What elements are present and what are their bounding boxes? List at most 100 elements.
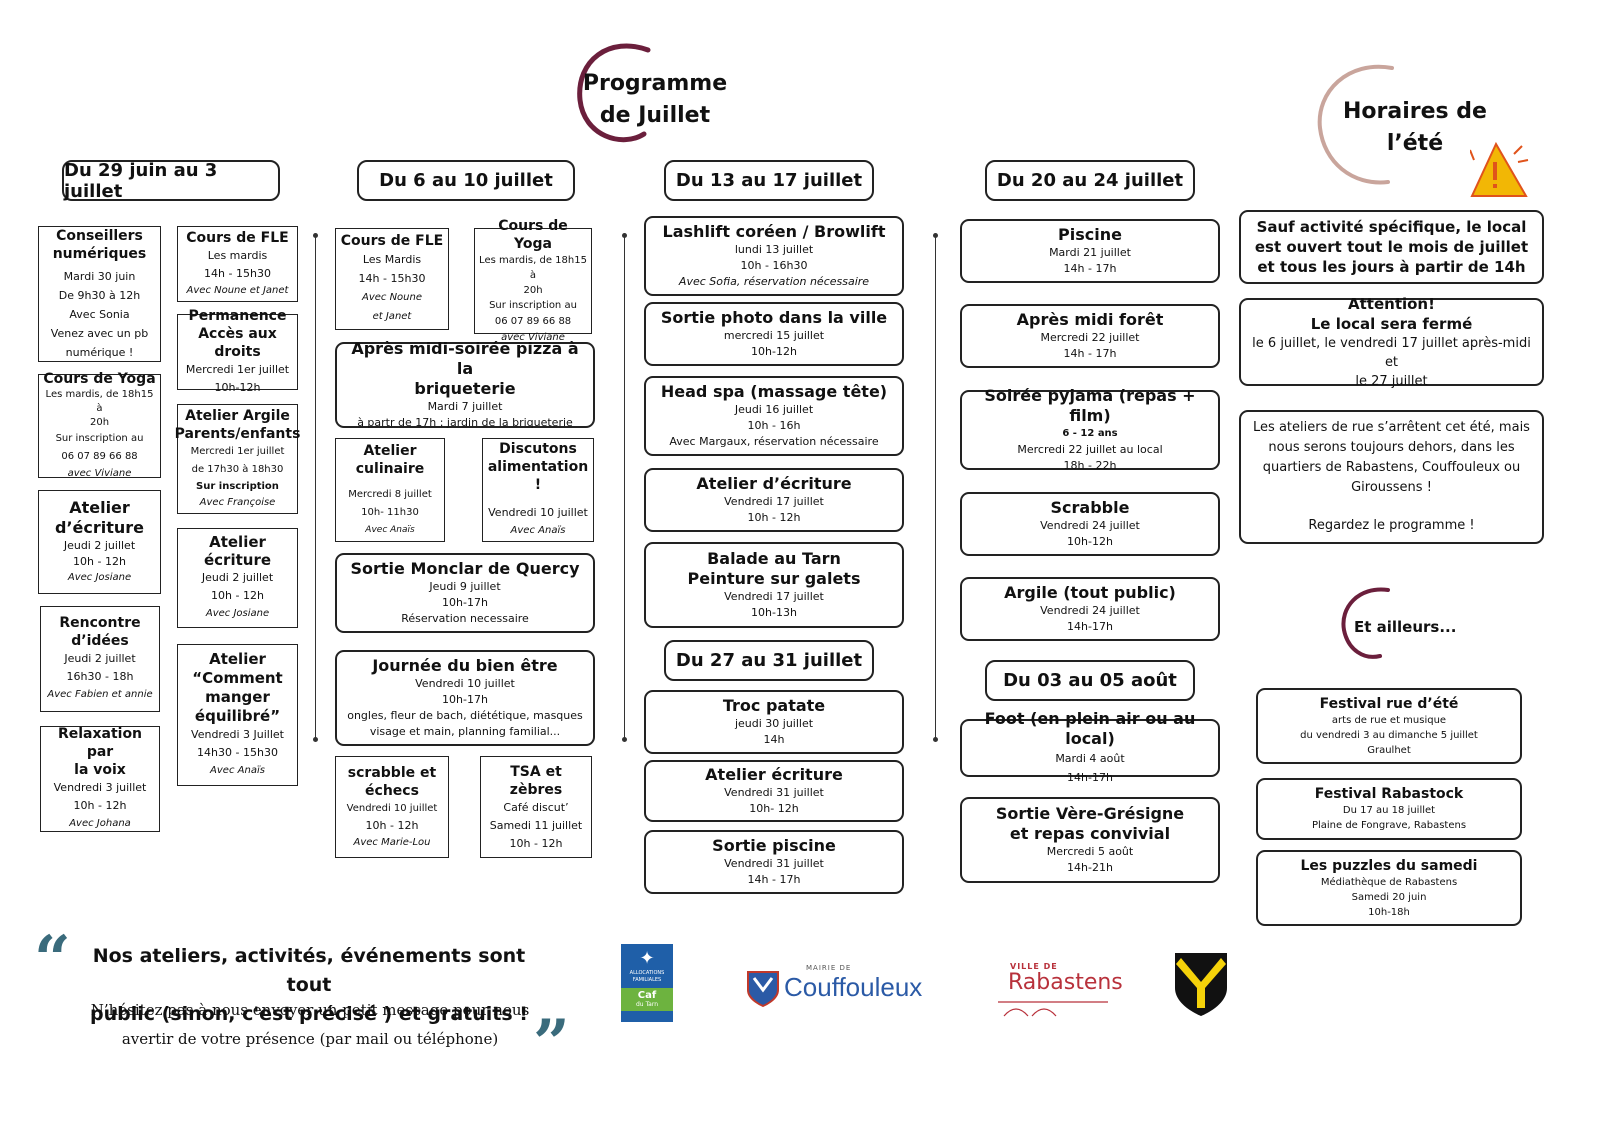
activity-title: Sortie piscine bbox=[712, 836, 836, 855]
activity-date: Vendredi 17 juillet bbox=[724, 590, 824, 603]
activity-time: 10h - 12h bbox=[509, 837, 563, 850]
activity-title: Head spa (massage tête) bbox=[660, 382, 888, 401]
activity-card: Atelier d’écriture Jeudi 2 juillet 10h -… bbox=[38, 490, 161, 594]
event-time: 10h-18h bbox=[1368, 906, 1410, 918]
activity-host: Avec Fabien et annie bbox=[47, 689, 153, 700]
activity-title: scrabble et échecs bbox=[347, 764, 437, 799]
activity-time: 10h - 16h30 bbox=[740, 259, 808, 272]
activity-card: Sortie photo dans la ville mercredi 15 j… bbox=[644, 302, 904, 366]
activity-card: Soirée pyjama (repas + film) 6 - 12 ans … bbox=[960, 386, 1220, 472]
activity-time: 18h - 22h bbox=[1063, 459, 1117, 472]
activity-time: 10h-12h bbox=[751, 345, 797, 358]
activity-time: 14h - 15h30 bbox=[358, 272, 426, 285]
event-title: Festival rue d’été bbox=[1319, 695, 1459, 712]
week-header-3: Du 13 au 17 juillet bbox=[664, 160, 874, 201]
activity-card: Discutons alimentation ! Vendredi 10 jui… bbox=[482, 438, 594, 542]
activity-time: 14h bbox=[763, 733, 785, 746]
activity-date: mercredi 15 juillet bbox=[723, 329, 825, 342]
activity-time: De 9h30 à 12h bbox=[58, 288, 141, 302]
activity-card: Cours de Yoga Les mardis, de 18h15 à 20h… bbox=[474, 218, 592, 343]
elsewhere-brush-circle bbox=[1341, 587, 1390, 659]
week-header-5: Du 27 au 31 juillet bbox=[664, 640, 874, 681]
activity-card: Atelier culinaire Mercredi 8 juillet 10h… bbox=[335, 438, 445, 542]
activity-note: Sur inscription au 06 07 89 66 88 bbox=[55, 433, 144, 462]
activity-date: Samedi 11 juillet bbox=[489, 819, 583, 832]
rabastens-logo: VILLE DE Rabastens bbox=[988, 960, 1128, 1020]
event-place: Graulhet bbox=[1367, 744, 1411, 756]
activity-host: Avec Marie-Lou bbox=[353, 836, 431, 848]
activity-time: 10h-12h bbox=[214, 381, 261, 394]
couffouleux-crest-icon bbox=[747, 971, 779, 1008]
activity-card: Cours de FLE Les mardis 14h - 15h30 Avec… bbox=[177, 226, 298, 302]
activity-host: Avec Françoise bbox=[199, 497, 276, 508]
event-title: Les puzzles du samedi bbox=[1300, 857, 1478, 874]
activity-card: Atelier écriture Vendredi 31 juillet 10h… bbox=[644, 760, 904, 822]
activity-card: scrabble et échecs Vendredi 10 juillet 1… bbox=[335, 756, 449, 858]
activity-title: Atelier Argile Parents/enfants bbox=[174, 408, 301, 442]
activity-date: Vendredi 3 juillet bbox=[53, 781, 147, 794]
activity-schedule: Les mardis, de 18h15 à 20h bbox=[45, 389, 154, 428]
activity-time: 10h - 16h bbox=[747, 419, 801, 432]
separator-line bbox=[315, 236, 316, 740]
page-title: Programme de Juillet bbox=[582, 71, 728, 128]
activity-card: Permanence Accès aux droits Mercredi 1er… bbox=[177, 308, 298, 394]
activity-title: Atelier d’écriture bbox=[54, 498, 145, 537]
activity-host: avec Viviane bbox=[501, 331, 565, 343]
activity-time: de 17h30 à 18h30 bbox=[191, 464, 284, 475]
activity-title: Argile (tout public) bbox=[1004, 583, 1176, 602]
activity-date: Mercredi 1er juillet bbox=[190, 446, 285, 457]
separator-dot bbox=[933, 737, 938, 742]
activity-title: Cours de Yoga bbox=[498, 217, 568, 252]
activity-note: Sur inscription au 06 07 89 66 88 bbox=[489, 299, 577, 327]
open-quote-icon: “ bbox=[34, 922, 71, 997]
activity-date: Jeudi 2 juillet bbox=[63, 539, 136, 552]
activity-age: 6 - 12 ans bbox=[1062, 428, 1118, 439]
event-detail: arts de rue et musique bbox=[1331, 714, 1447, 726]
activity-card: Cours de Yoga Les mardis, de 18h15 à 20h… bbox=[38, 371, 161, 479]
couffouleux-logo-name: Couffouleux bbox=[784, 972, 923, 1002]
week-header-1: Du 29 juin au 3 juillet bbox=[62, 160, 280, 202]
activity-time: 10h - 12h bbox=[211, 589, 264, 602]
activity-card: Sortie Monclar de Quercy Jeudi 9 juillet… bbox=[335, 553, 595, 633]
activity-time: 10h - 12h bbox=[73, 799, 127, 812]
activity-date: Vendredi 10 juillet bbox=[415, 677, 515, 690]
activity-title: Atelier écriture bbox=[705, 765, 843, 784]
warning-triangle-icon bbox=[1470, 141, 1529, 197]
activity-title: Sortie Vère-Grésigne et repas convivial bbox=[995, 804, 1185, 843]
activity-card: Cours de FLE Les Mardis 14h - 15h30 Avec… bbox=[335, 228, 449, 330]
activity-date: Jeudi 9 juillet bbox=[429, 580, 501, 593]
rabastens-logo-small: VILLE DE bbox=[1010, 962, 1058, 971]
activity-time: 14h - 15h30 bbox=[204, 267, 271, 280]
activity-date: Jeudi 2 juillet bbox=[64, 652, 136, 665]
activity-time: 10h-13h bbox=[751, 606, 797, 619]
activity-time: 10h-12h bbox=[1067, 535, 1113, 548]
activity-title: Atelier d’écriture bbox=[696, 474, 852, 493]
info-opening-hours: Sauf activité spécifique, le local est o… bbox=[1239, 210, 1544, 284]
activity-card: Piscine Mardi 21 juillet 14h - 17h bbox=[960, 219, 1220, 283]
footer-quote: Nos ateliers, activités, événements sont… bbox=[90, 945, 528, 1025]
caf-logo-name: Caf bbox=[637, 990, 657, 1001]
activity-title: Permanence Accès aux droits bbox=[188, 308, 287, 360]
info-text: Les ateliers de rue s’arrêtent cet été, … bbox=[1253, 420, 1530, 495]
activity-card: Sortie Vère-Grésigne et repas convivial … bbox=[960, 797, 1220, 883]
separator-line bbox=[935, 236, 936, 740]
couffouleux-logo-small: MAIRIE DE bbox=[806, 964, 852, 972]
activity-date: Mercredi 22 juillet au local bbox=[1017, 443, 1163, 456]
activity-title: Lashlift coréen / Browlift bbox=[662, 222, 886, 241]
caf-logo-text: ALLOCATIONS FAMILIALES bbox=[629, 970, 665, 983]
activity-note: Réservation necessaire bbox=[401, 612, 529, 625]
week-header-2: Du 6 au 10 juillet bbox=[357, 160, 575, 201]
activity-time: à partr de 17h : jardin de la briqueteri… bbox=[357, 416, 573, 429]
activity-card: Atelier écriture Jeudi 2 juillet 10h - 1… bbox=[177, 528, 298, 628]
activity-title: Scrabble bbox=[1050, 498, 1130, 517]
activity-card: Relaxation par la voix Vendredi 3 juille… bbox=[40, 726, 160, 832]
activity-host: Avec Anaïs bbox=[210, 765, 265, 776]
activity-time: 10h-17h bbox=[442, 596, 488, 609]
info-text: Sauf activité spécifique, le local est o… bbox=[1254, 218, 1529, 276]
activity-title: Atelier “Comment manger équilibré” bbox=[192, 650, 283, 725]
activity-card: Head spa (massage tête) Jeudi 16 juillet… bbox=[644, 376, 904, 456]
activity-date: Vendredi 17 juillet bbox=[724, 495, 824, 508]
caf-logo: ✦ ALLOCATIONS FAMILIALES Caf du Tarn bbox=[621, 944, 673, 1022]
activity-time: 10h - 12h bbox=[747, 511, 801, 524]
activity-time: 14h - 17h bbox=[1063, 262, 1117, 275]
